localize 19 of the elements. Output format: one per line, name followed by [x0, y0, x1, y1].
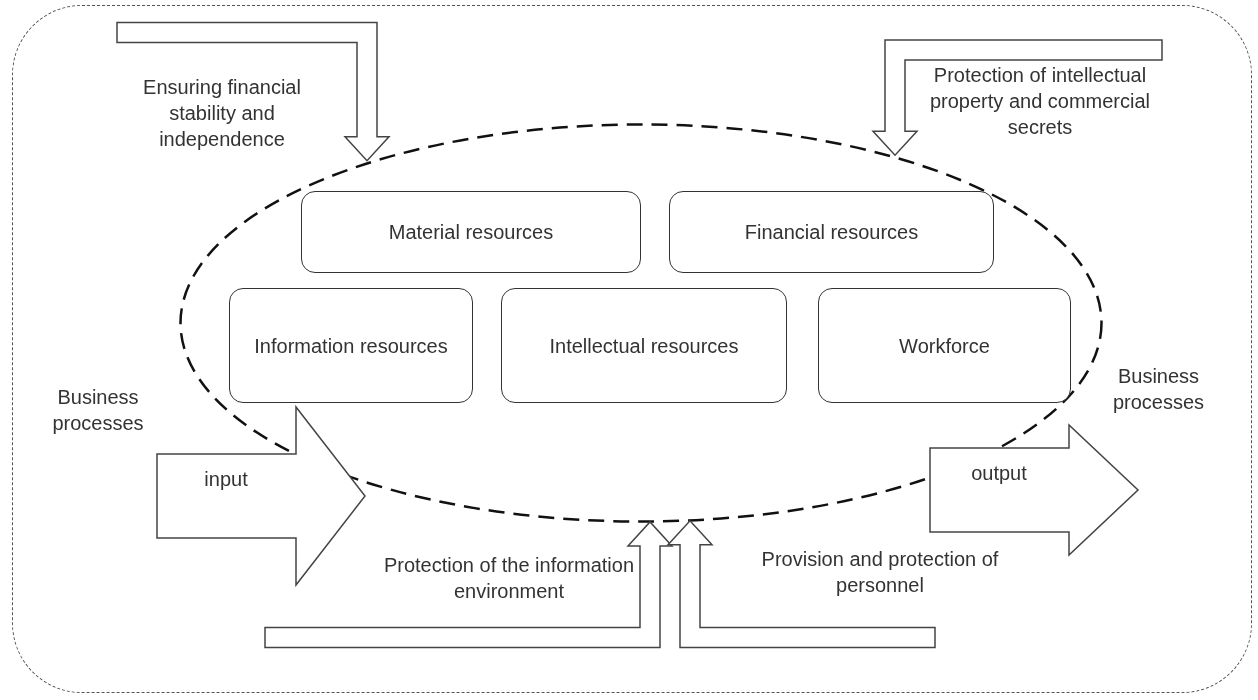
resource-box: Intellectual resources: [501, 288, 787, 403]
resource-box: Financial resources: [669, 191, 994, 273]
arrow-label: output: [970, 461, 1028, 486]
block-arrow: [156, 406, 366, 586]
bent-block-arrow: [116, 21, 391, 162]
bent-block-arrow: [264, 520, 674, 649]
annotation-text: Protection of the information environment: [382, 553, 636, 604]
resource-box: Information resources: [229, 288, 473, 403]
annotation-text: Ensuring financial stability and independence: [142, 75, 302, 152]
bent-block-arrow: [666, 519, 936, 649]
side-caption: Business processes: [1111, 364, 1206, 415]
annotation-text: Provision and protection of personnel: [760, 547, 1000, 598]
bent-block-arrow: [871, 39, 1163, 157]
annotation-text: Protection of intellectual property and commercial secrets: [928, 63, 1152, 140]
resource-box: Material resources: [301, 191, 641, 273]
side-caption: Business processes: [51, 385, 145, 436]
resource-box: Workforce: [818, 288, 1071, 403]
dashed-frame: [12, 5, 1252, 693]
arrow-label: input: [203, 467, 249, 492]
